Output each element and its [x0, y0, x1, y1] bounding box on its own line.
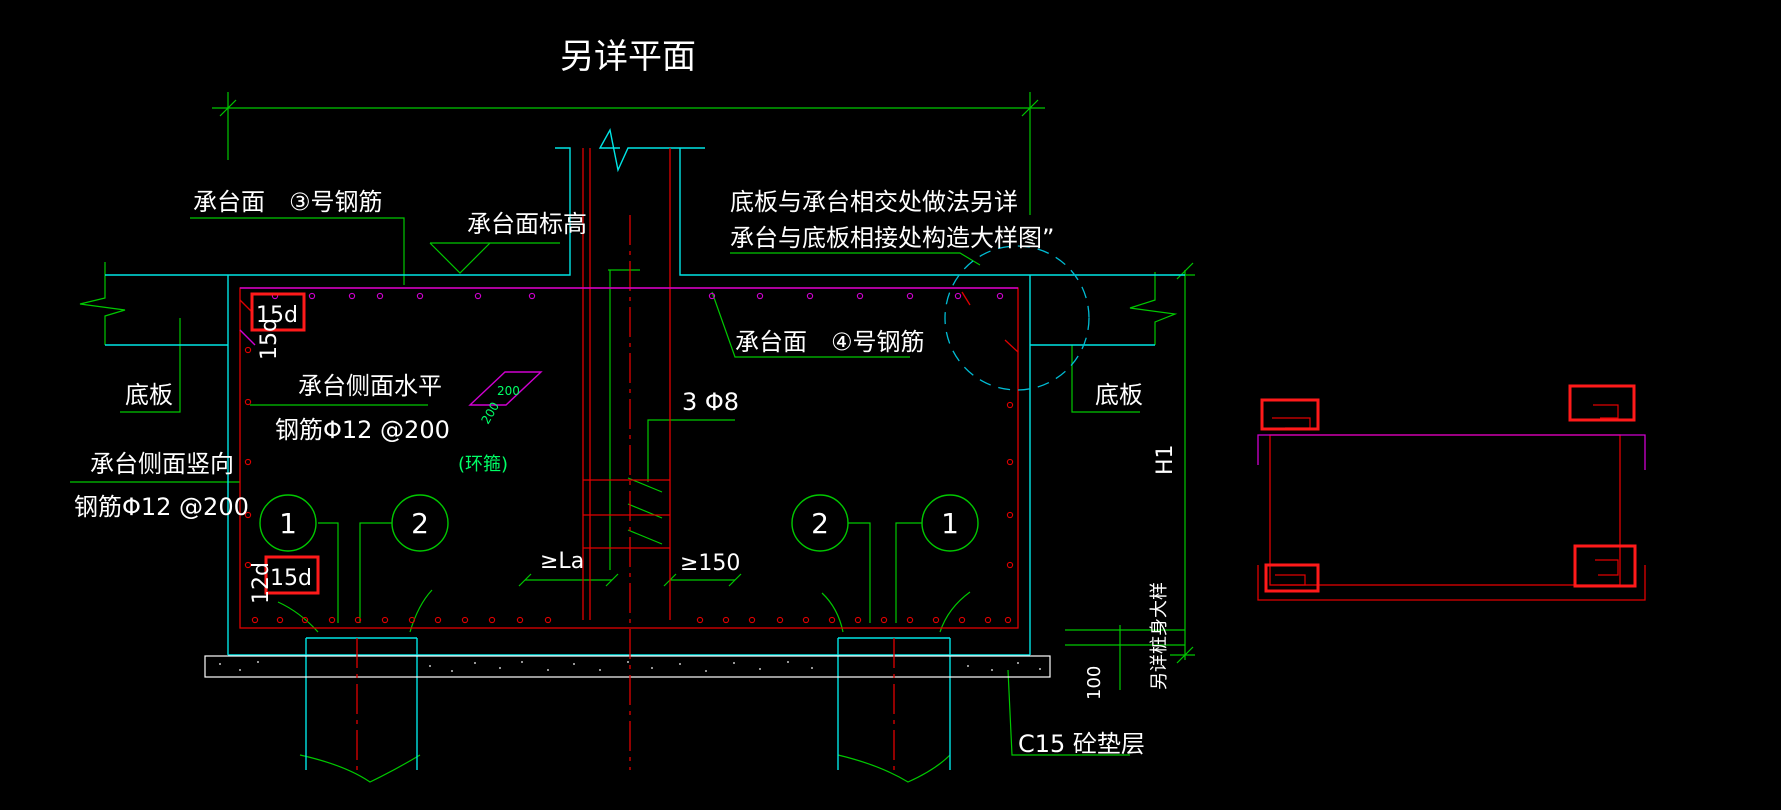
detail-hook-bl	[1275, 574, 1306, 586]
structure-outline	[105, 127, 1185, 770]
rebar-dots	[244, 346, 1014, 624]
highlight-boxes	[250, 292, 1637, 595]
slab-right-label: 底板	[1095, 381, 1143, 409]
stirrup-note: (环箍)	[458, 454, 508, 475]
bar-markers	[259, 494, 979, 552]
leader-rebar3	[190, 217, 405, 285]
column-rebar-label: 3 Φ8	[682, 388, 739, 416]
joint-note-1: 底板与承台相交处做法另详	[730, 188, 1018, 216]
h1-tick-top	[1176, 262, 1194, 280]
rebar-magenta	[239, 287, 1018, 406]
rebar4-label: 承台面 ④号钢筋	[735, 328, 925, 356]
stirrup-shape	[468, 371, 543, 406]
mark-15d-bottom: 15d	[270, 566, 312, 591]
rebar-hook-corner-tl	[239, 299, 253, 313]
bar-2-left-label: 2	[411, 507, 429, 540]
h1-tick-bottom	[1176, 646, 1194, 664]
bar-1-left-label: 1	[279, 507, 297, 540]
mark-15d-side: 15d	[257, 318, 282, 360]
column-tie-3	[627, 529, 663, 545]
stirrup-dim-a: 200	[497, 384, 520, 398]
column-tie-2	[627, 503, 663, 519]
la-tick-right	[605, 573, 619, 587]
pile-note: 另详桩身大样	[1149, 582, 1170, 690]
elev-triangle	[429, 242, 491, 274]
bar-2-right-label: 2	[811, 507, 829, 540]
detail-bottom-rebar	[1257, 565, 1646, 601]
leader-bar2-left	[359, 522, 392, 623]
leader-column-rebar	[647, 419, 735, 482]
joint-note-2: 承台与底板相接处构造大样图”	[730, 224, 1054, 252]
dim-150-tick-right	[728, 573, 742, 587]
corner-hook-magenta	[239, 329, 256, 346]
side-horiz-1: 承台侧面水平	[298, 372, 442, 400]
highlight-detail-bl	[1264, 563, 1320, 593]
anchor-150-label: ≥150	[680, 551, 740, 576]
highlight-detail-br	[1573, 544, 1637, 588]
cap-elev-label: 承台面标高	[467, 210, 587, 238]
c15-cushion	[204, 655, 1051, 678]
column-break-top	[598, 127, 705, 173]
right-detail	[1257, 404, 1646, 601]
cushion-thk: 100	[1084, 666, 1105, 700]
rebar3-label: 承台面 ③号钢筋	[193, 188, 383, 216]
slab-left-label: 底板	[125, 381, 173, 409]
highlight-15d-top	[250, 292, 306, 332]
top-note: 另详平面	[560, 37, 696, 77]
cap-top-left	[105, 147, 571, 276]
detail-hook-tr	[1593, 404, 1619, 419]
bar-marker-1-left	[259, 494, 317, 552]
top-rebar-dots	[271, 292, 1004, 300]
leader-bar1-left	[318, 522, 339, 623]
la-tick-left	[518, 573, 532, 587]
side-vert-1: 承台侧面竖向	[90, 450, 234, 478]
cushion-outline	[204, 655, 1051, 678]
leader-bar2-right	[848, 522, 871, 623]
cushion-note: C15 砼垫层	[1018, 730, 1145, 758]
left-break-symbol	[79, 262, 126, 345]
side-horiz-2: 钢筋Φ12 @200	[275, 416, 450, 444]
annotations: 另详平面 承台面 ③号钢筋 承台面标高 底板与承台相交处做法另详 承台与底板相接…	[74, 37, 1178, 758]
right-break-symbol	[1129, 272, 1178, 345]
mark-15d-top: 15d	[256, 303, 298, 328]
leader-c15	[1007, 669, 1130, 756]
side-vert-2: 钢筋Φ12 @200	[74, 493, 249, 521]
leader-bar1-right	[895, 522, 922, 623]
mark-12d: 12d	[249, 562, 274, 604]
highlight-detail-tl	[1260, 398, 1320, 431]
anchor-la-label: ≥La	[540, 549, 584, 574]
height-h1: H1	[1153, 444, 1178, 475]
hook-curve-1	[277, 601, 319, 633]
top-dim-tick-left	[219, 99, 237, 117]
bar-marker-2-left	[391, 494, 449, 552]
dimension-lines	[70, 92, 1195, 783]
cap-top-right	[679, 148, 1185, 276]
pile-left-break	[299, 754, 421, 783]
bar-1-right-label: 1	[941, 507, 959, 540]
bar-marker-1-right	[921, 494, 979, 552]
rebar-hook-corner-r	[1004, 339, 1019, 353]
detail-hook-br	[1595, 559, 1619, 576]
detail-top-rebar	[1257, 434, 1646, 470]
highlight-detail-tr	[1568, 384, 1636, 422]
rebar-hook-corner-tr	[961, 291, 971, 306]
bar-marker-2-right	[791, 494, 849, 552]
detail-circle-icon	[944, 245, 1090, 391]
pile-right-break	[837, 754, 951, 783]
top-dim-tick-right	[1021, 99, 1039, 117]
leader-slab-left	[120, 318, 181, 413]
cushion-hatch	[219, 661, 1041, 672]
leader-slab-right	[1071, 345, 1140, 413]
highlight-15d-bottom	[264, 555, 320, 595]
leader-rebar4	[711, 291, 910, 358]
